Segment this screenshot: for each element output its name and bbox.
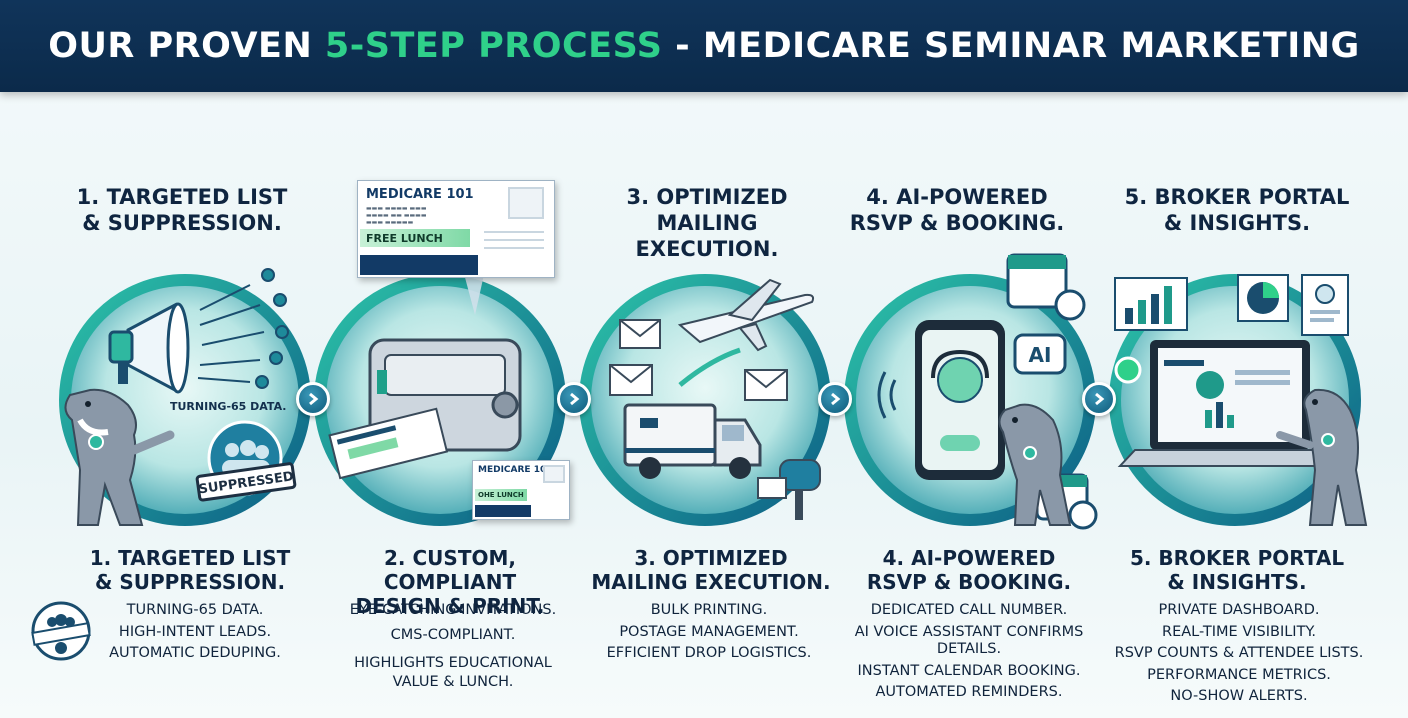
svg-text:AI: AI xyxy=(1029,343,1052,367)
bullet: AI VOICE ASSISTANT CONFIRMS xyxy=(854,623,1084,640)
header-banner: OUR PROVEN 5-STEP PROCESS - MEDICARE SEM… xyxy=(0,0,1408,92)
next-step-arrow-2 xyxy=(557,382,591,416)
headset-icon xyxy=(931,349,989,379)
step-1-top-title: 1. TARGETED LIST& SUPPRESSION. xyxy=(76,185,288,235)
bullet: DETAILS. xyxy=(936,641,1002,657)
next-step-arrow-3 xyxy=(818,382,852,416)
bullet: PERFORMANCE METRICS. xyxy=(1147,666,1331,683)
suppressed-badge: SUPPRESSED xyxy=(195,462,297,502)
bullet: TURNING-65 DATA. xyxy=(126,602,264,618)
bar-chart-icon xyxy=(1114,277,1188,331)
step-5-top-title: 5. BROKER PORTAL& INSIGHTS. xyxy=(1124,185,1350,235)
bullet: EYE-CATCHING INVITATIONS. xyxy=(349,602,557,618)
bullet: CMS-COMPLIANT. xyxy=(390,626,516,643)
chevron-right-icon xyxy=(1095,392,1105,406)
step-1-title: 1. TARGETED LIST& SUPPRESSION. xyxy=(89,546,291,594)
laptop-icon xyxy=(1117,340,1343,467)
bullet: HIGHLIGHTS EDUCATIONAL xyxy=(354,655,552,671)
step-4-bullets: DEDICATED CALL NUMBER. AI VOICE ASSISTAN… xyxy=(834,600,1104,704)
mailbox-icon xyxy=(757,459,821,520)
chevron-right-icon xyxy=(309,392,319,406)
step-5-illustration xyxy=(1109,270,1368,530)
profile-icon xyxy=(1301,274,1349,336)
step-5-bullets: PRIVATE DASHBOARD. REAL-TIME VISIBILITY.… xyxy=(1104,600,1374,708)
ai-bubble: AI xyxy=(1013,333,1067,375)
step-5-title: 5. BROKER PORTAL& INSIGHTS. xyxy=(1129,546,1345,594)
step-4-illustration: AI xyxy=(844,253,1098,530)
step-3-illustration xyxy=(579,270,831,530)
page-title: OUR PROVEN 5-STEP PROCESS - MEDICARE SEM… xyxy=(48,26,1360,66)
bullet: PRIVATE DASHBOARD. xyxy=(1158,602,1320,618)
svg-text:TURNING-65 DATA.: TURNING-65 DATA. xyxy=(170,400,286,413)
megaphone-icon xyxy=(108,302,190,394)
step-1-illustration: TURNING-65 DATA. SUPPRESSED xyxy=(50,268,311,530)
bullet: RSVP COUNTS & ATTENDEE LISTS. xyxy=(1114,645,1364,661)
airplane-icon xyxy=(677,278,815,352)
suppressed-stamp-icon xyxy=(30,600,92,662)
next-step-arrow-1 xyxy=(296,382,330,416)
bullet: EFFICIENT DROP LOGISTICS. xyxy=(606,645,812,661)
mail-truck-icon xyxy=(623,403,762,479)
step-2-bullets: EYE-CATCHING INVITATIONS. CMS-COMPLIANT.… xyxy=(318,600,588,693)
bullet: POSTAGE MANAGEMENT. xyxy=(619,623,799,640)
step-3-bullets: BULK PRINTING. POSTAGE MANAGEMENT. EFFIC… xyxy=(574,600,844,665)
bullet: REAL-TIME VISIBILITY. xyxy=(1162,623,1316,640)
chevron-right-icon xyxy=(570,392,580,406)
printed-card xyxy=(328,407,449,480)
title-accent: 5-STEP PROCESS xyxy=(324,26,663,66)
bullet: HIGH-INTENT LEADS. xyxy=(118,623,272,640)
dog-mascot-icon xyxy=(998,403,1072,526)
bullet: VALUE & LUNCH. xyxy=(392,673,514,690)
bullet: AUTOMATED REMINDERS. xyxy=(875,684,1063,700)
bullet: DEDICATED CALL NUMBER. xyxy=(870,602,1068,618)
bullet: NO-SHOW ALERTS. xyxy=(1170,688,1308,704)
dog-mascot-icon xyxy=(64,388,175,526)
bullet: AUTOMATIC DEDUPING. xyxy=(109,645,281,661)
dog-mascot-icon xyxy=(1276,388,1368,526)
phone-icon xyxy=(915,320,1005,480)
pie-chart-icon xyxy=(1237,274,1289,322)
envelope-icon xyxy=(609,319,788,401)
postcard-bottom: MEDICARE 101 OHE LUNCH xyxy=(472,460,570,520)
bullet: BULK PRINTING. xyxy=(650,602,768,618)
step-1-bullets: TURNING-65 DATA. HIGH-INTENT LEADS. AUTO… xyxy=(60,600,330,665)
bullet: INSTANT CALENDAR BOOKING. xyxy=(857,662,1081,679)
chevron-right-icon xyxy=(831,392,841,406)
postcard-top: MEDICARE 101 ▬▬▬ ▬▬▬▬ ▬▬▬▬▬▬▬ ▬▬ ▬▬▬▬▬▬▬… xyxy=(357,180,555,278)
next-step-arrow-4 xyxy=(1082,382,1116,416)
